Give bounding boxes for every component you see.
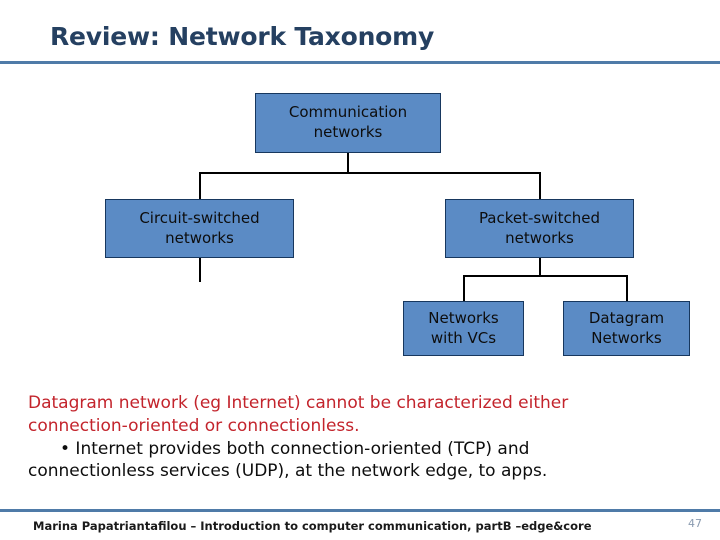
connector-drop-packet: [539, 172, 541, 199]
body-line-3: • Internet provides both connection-orie…: [60, 438, 530, 459]
node-datagram-networks[interactable]: Datagram Networks: [563, 301, 690, 356]
connector-root-stem: [347, 153, 349, 173]
body-line-2: connection-oriented or connectionless.: [28, 415, 360, 436]
node-circuit-switched-networks[interactable]: Circuit-switched networks: [105, 199, 294, 258]
node-networks-with-vcs[interactable]: Networks with VCs: [403, 301, 524, 356]
connector-drop-vc: [463, 275, 465, 301]
connector-drop-circuit: [199, 172, 201, 199]
node-packet-switched-networks[interactable]: Packet-switched networks: [445, 199, 634, 258]
connector-level2-bar: [463, 275, 627, 277]
node-root-line2: networks: [313, 123, 383, 141]
title-divider: [0, 61, 720, 64]
node-datagram-line1: Datagram: [588, 308, 665, 327]
node-vc-line2: with VCs: [430, 328, 497, 347]
footer-divider: [0, 509, 720, 512]
node-packet-line2: networks: [505, 228, 574, 247]
node-packet-line1: Packet-switched: [478, 208, 601, 227]
node-datagram-line2: Networks: [591, 328, 662, 347]
connector-drop-datagram: [626, 275, 628, 301]
node-circuit-line1: Circuit-switched: [139, 208, 260, 227]
node-circuit-line2: networks: [165, 228, 234, 247]
node-communication-networks[interactable]: Communication networks: [255, 93, 441, 153]
body-line-1: Datagram network (eg Internet) cannot be…: [28, 393, 569, 413]
page-number: 47: [688, 517, 702, 530]
body-line-4: connectionless services (UDP), at the ne…: [28, 461, 548, 482]
node-root-line1: Communication: [288, 103, 408, 122]
slide-body-text: Datagram network (eg Internet) cannot be…: [28, 392, 692, 483]
node-vc-line1: Networks: [428, 308, 499, 327]
connector-circuit-stub: [199, 258, 201, 282]
connector-packet-stem: [539, 258, 541, 276]
connector-level1-bar: [199, 172, 540, 174]
page-title: Review: Network Taxonomy: [50, 22, 435, 51]
footer-attribution: Marina Papatriantafilou – Introduction t…: [33, 519, 592, 533]
